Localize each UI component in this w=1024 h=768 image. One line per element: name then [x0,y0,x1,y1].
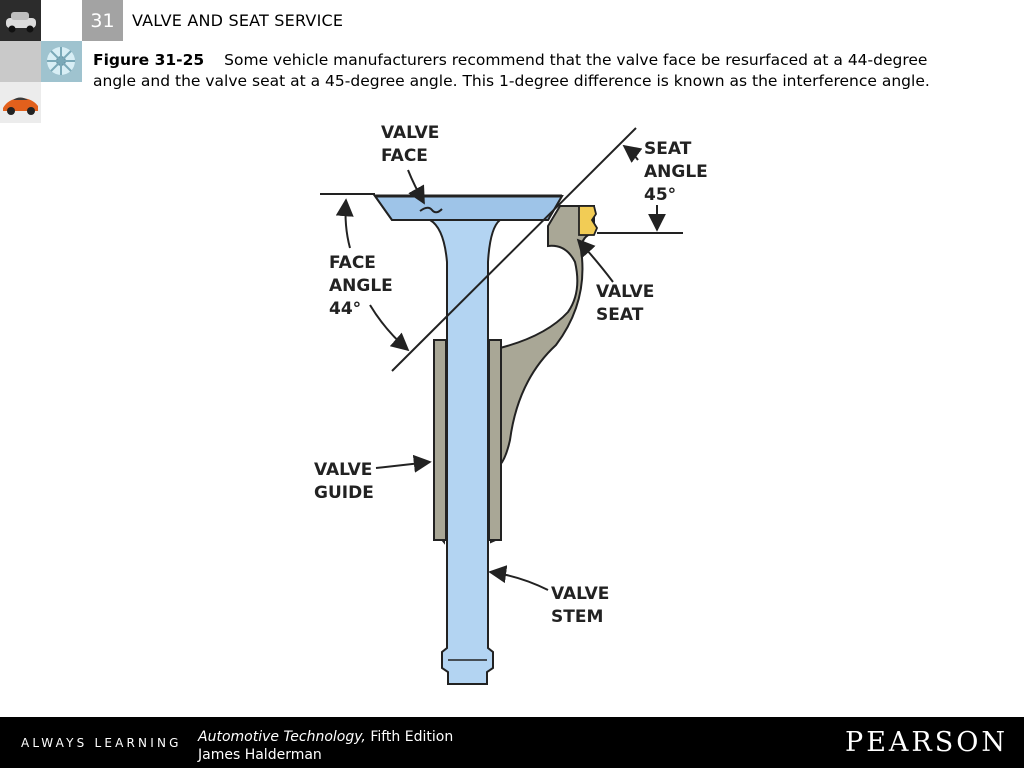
svg-text:SEAT: SEAT [644,139,692,159]
figure-label: Figure 31-25 [93,51,205,69]
valve-seat-diagram: VALVE FACE SEAT ANGLE 45° FACE ANGLE 44°… [314,123,708,685]
svg-text:44°: 44° [329,299,361,319]
car-thumbnail-image [0,0,41,41]
svg-text:SEAT: SEAT [596,305,644,325]
label-valve-seat: VALVE SEAT [596,282,654,325]
label-valve-guide: VALVE GUIDE [314,460,374,503]
svg-text:VALVE: VALVE [596,282,654,302]
svg-text:VALVE: VALVE [551,584,609,604]
pearson-logo: PEARSON [845,727,1008,758]
book-author: James Halderman [198,747,322,763]
header-thumbnail-strip [0,0,82,123]
valve-seat-arrow [576,238,614,283]
blank-thumbnail [41,0,82,41]
angle-diagonal-line [391,127,637,372]
valve-guide-left-wall [433,339,447,541]
book-credit: Automotive Technology, Fifth Edition Jam… [198,728,453,764]
valve-stem-arrow [488,565,549,591]
label-face-angle: FACE ANGLE 44° [329,253,393,319]
valve-guide-arrow [375,454,432,473]
svg-text:VALVE: VALVE [381,123,439,143]
svg-text:STEM: STEM [551,607,603,627]
svg-text:45°: 45° [644,185,676,205]
valve-guide-right-wall [488,339,502,541]
svg-text:ANGLE: ANGLE [644,162,708,182]
svg-text:ANGLE: ANGLE [329,276,393,296]
footer-tagline: ALWAYS LEARNING [21,736,182,750]
book-edition: Fifth Edition [370,729,454,745]
valve-face-arrow [407,169,425,205]
label-valve-face: VALVE FACE [381,123,439,166]
chapter-title: VALVE AND SEAT SERVICE [132,11,344,30]
valve-seat-insert [578,205,599,236]
figure-caption-text: Some vehicle manufacturers recommend tha… [93,51,930,90]
face-angle-arrow-down [369,304,410,352]
svg-text:GUIDE: GUIDE [314,483,374,503]
engine-part-thumbnail-image [41,41,82,82]
valve-face-squiggle [419,206,443,214]
grey-thumbnail [0,41,41,82]
svg-text:FACE: FACE [381,146,428,166]
face-angle-arrow-up [335,198,354,249]
chapter-number-badge: 31 [82,0,123,41]
sports-car-thumbnail-image [0,82,41,123]
svg-text:VALVE: VALVE [314,460,372,480]
cylinder-head-casting [499,205,595,468]
label-seat-angle: SEAT ANGLE 45° [644,139,708,205]
book-title: Automotive Technology, [198,729,366,745]
valve [373,195,564,685]
seat-angle-arrow-up [622,144,643,163]
blank-thumbnail [41,82,82,123]
valve-head-face [373,195,564,221]
footer-bar: ALWAYS LEARNING Automotive Technology, F… [0,717,1024,768]
svg-text:FACE: FACE [329,253,376,273]
label-valve-stem: VALVE STEM [551,584,609,627]
